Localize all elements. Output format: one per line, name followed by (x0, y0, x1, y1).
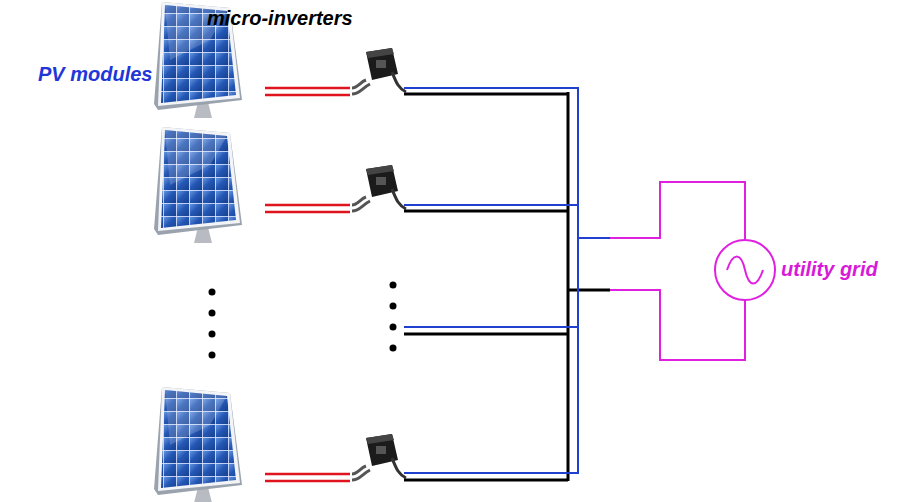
dc-cable (265, 205, 350, 212)
ac-wire (404, 472, 578, 474)
dot (209, 310, 216, 317)
ac-bus (577, 87, 579, 474)
diagram-label: PV modules (38, 62, 152, 86)
dot (209, 352, 216, 359)
ac-bus (567, 92, 570, 481)
ac-wire (404, 326, 578, 328)
pv-panel (154, 387, 242, 502)
ac-wire (404, 479, 568, 482)
pv-panel (154, 127, 242, 243)
grid-wire (610, 290, 745, 360)
ac-neutral-wires (404, 92, 610, 481)
micro-inverter (352, 165, 406, 211)
sine-symbol (727, 257, 763, 284)
ac-source-circle (715, 240, 775, 300)
dot (390, 324, 397, 331)
dc-cable (265, 88, 350, 95)
dot (390, 282, 397, 289)
grid-wires (610, 182, 775, 360)
ac-wire (578, 237, 610, 239)
micro-inverter (352, 434, 406, 480)
micro-inverter (352, 48, 406, 94)
dot (209, 331, 216, 338)
ac-wire (404, 210, 568, 213)
grid-wire (610, 182, 745, 240)
ac-wire (404, 93, 568, 96)
diagram-label: micro-inverters (207, 6, 353, 30)
dot (390, 303, 397, 310)
ac-wire (404, 204, 578, 206)
ac-line-wires (404, 87, 610, 474)
diagram-label: utility grid (781, 257, 878, 281)
dot (209, 289, 216, 296)
ac-wire (404, 87, 578, 89)
dc-cable (265, 474, 350, 481)
dot (390, 345, 397, 352)
dc-cables (265, 88, 350, 481)
ac-wire (568, 289, 610, 292)
ellipsis-dots (209, 282, 397, 359)
ac-wire (404, 333, 568, 336)
